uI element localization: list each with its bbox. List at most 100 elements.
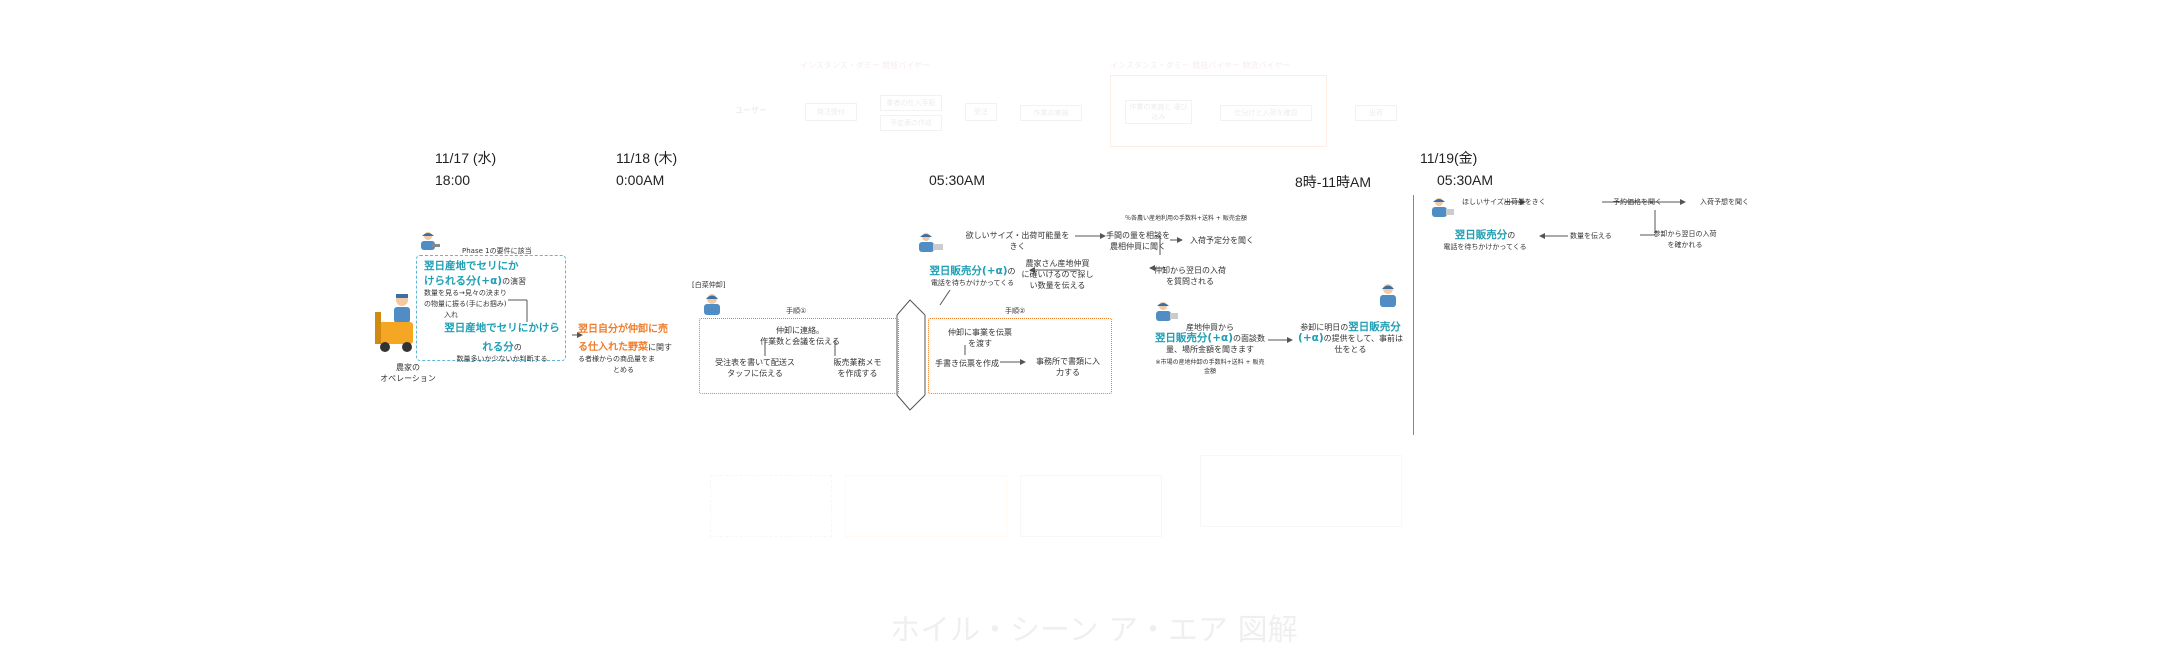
- person-icon: [1428, 196, 1456, 218]
- mid-b-line: 農相仲買に聞く: [1110, 242, 1166, 251]
- mid-bottom-line: 量、場所金額を聞きます: [1166, 345, 1254, 354]
- faded-box: 受注: [965, 103, 997, 121]
- faded-left-label: ユーザー: [735, 106, 767, 115]
- faded-box: 業者の仕入手配: [880, 95, 942, 111]
- right-mid-line: 仕をとる: [1334, 345, 1367, 354]
- blue-highlight-rest: の: [513, 343, 522, 352]
- mid-bottom-line: の面談数: [1233, 334, 1266, 343]
- faded-bottom-box: [1200, 455, 1402, 527]
- date-1: 11/17 (水): [435, 150, 497, 166]
- step1-f-line: を作成する: [837, 369, 878, 378]
- faded-top-diagram: インスタンス・ダミー 競技バイヤー インスタンス・ダミー 競技バイヤー 物流バイ…: [720, 55, 1400, 147]
- day-divider: [1413, 195, 1414, 435]
- faded-bottom-title: ホイル・シーン ア・エア 図解: [890, 613, 1298, 648]
- faded-box: 仕分けと入荷を確認: [1220, 105, 1312, 121]
- mid-d-line: い数量を伝える: [1029, 281, 1086, 290]
- faded-bottom-box: [845, 475, 1007, 537]
- far-right-e: 参卸から翌日の入荷 を確かれる: [1645, 229, 1725, 251]
- faded-bottom-box: [1020, 475, 1162, 537]
- faded-orange-frame: [1110, 75, 1327, 147]
- small-text: 電話を待ちかけかってくる: [930, 279, 1015, 287]
- far-right-a: ほしいサイズ出荷量をきく: [1462, 198, 1546, 206]
- small-text: 数量を見る→見々の決まり: [424, 289, 507, 297]
- mid-note-top: ％各農い産地利用の手数料+送料 + 販売金額: [1125, 215, 1247, 222]
- mid-d-line: に確いけるので探し: [1021, 270, 1094, 279]
- step1-title: 手順①: [786, 307, 807, 315]
- faded-box: 作業の実施: [1020, 105, 1082, 121]
- time-2: 0:00AM: [616, 172, 665, 188]
- blue-highlight-rest: の: [1507, 231, 1516, 240]
- faded-box: 予定表の作成: [880, 115, 942, 131]
- forklift-worker-icon: [375, 292, 417, 354]
- step1-e: 販売業務メモ を作成する: [820, 357, 895, 379]
- person-icon: [418, 230, 442, 252]
- step1-person-label: [白菜仲卸]: [692, 281, 726, 289]
- step1-b-line: 作業数と会議を伝える: [760, 337, 840, 346]
- arrow-line: [939, 289, 951, 306]
- far-right-c: 入荷予想を聞く: [1700, 198, 1749, 206]
- step2-title: 手順②: [1005, 307, 1026, 315]
- right-mid-line: の提供をして、事前は: [1323, 334, 1403, 343]
- step2-box: [928, 318, 1112, 394]
- step1-box: [699, 318, 899, 394]
- small-text: の物量に振る(手にお掴み): [424, 300, 507, 308]
- small-text: 入れ: [444, 311, 458, 319]
- faded-label-b: インスタンス・ダミー 競技バイヤー 物流バイヤー: [1110, 61, 1291, 70]
- blue-highlight-part: けられる分(+α): [424, 275, 503, 287]
- step1-a-line: 仲卸に連絡。: [776, 326, 824, 335]
- step1-c-line: 受注表を書いて配送ス: [715, 358, 795, 367]
- step2-c: 手書き伝票を作成: [935, 359, 999, 368]
- blue-highlight: 翌日販売分(+α): [1154, 332, 1234, 344]
- faded-bottom-diagram: ホイル・シーン ア・エア 図解: [700, 455, 1420, 648]
- operation-label-line: オペレーション: [380, 374, 436, 383]
- mid-d-line: 農家さん産地仲買: [1025, 259, 1090, 268]
- orange-summary-text: 翌日自分が仲卸に売 る仕入れた野菜に関す る者様からの商品量をま とめる: [578, 320, 688, 376]
- blue-highlight-rest: の: [1007, 267, 1016, 276]
- step2-a: 仲卸に事業を伝票 を渡す: [940, 327, 1020, 349]
- blue-highlight: 翌日産地でセリにか: [424, 260, 519, 272]
- blue-highlight-row: けられる分(+α)の演習: [424, 273, 562, 288]
- operation-label: 農家の オペレーション: [378, 362, 438, 384]
- orange-highlight-rest: に関す: [648, 343, 672, 352]
- far-right-e-line: 参卸から翌日の入荷: [1653, 230, 1717, 238]
- step2-a-line: 仲卸に事業を伝票: [948, 328, 1012, 337]
- scope-text-1: 翌日産地でセリにか けられる分(+α)の演習 数量を見る→見々の決まり の物量に…: [424, 258, 562, 321]
- person-icon: [1375, 282, 1401, 308]
- small-text: 数量多いか少ないか判断する: [456, 355, 548, 363]
- time-5: 05:30AM: [1437, 172, 1494, 188]
- faded-box: 作業の実施と 運び込み: [1125, 100, 1192, 124]
- far-right-e-line: を確かれる: [1667, 241, 1703, 249]
- scope-text-2: 翌日産地でセリにかけら れる分の 数量多いか少ないか判断する: [440, 320, 564, 365]
- mid-b-line: 手間の量を相談を: [1106, 231, 1170, 240]
- small-text: とめる: [613, 366, 634, 374]
- faded-box: 出荷: [1355, 105, 1397, 121]
- blue-highlight: 翌日販売分: [1348, 321, 1401, 333]
- mid-bottom-text: 産地仲買から 翌日販売分(+α)の面談数 量、場所金額を聞きます: [1150, 322, 1270, 355]
- mid-bottom-line: 産地仲買から: [1186, 323, 1234, 332]
- mid-a-line: 欲しいサイズ・出荷可能量を: [965, 231, 1070, 240]
- orange-highlight-part: る仕入れた野菜: [578, 342, 648, 353]
- far-right-highlight: 翌日販売分の 電話を待ちかけかってくる: [1430, 223, 1540, 253]
- blue-highlight: (+α): [1298, 332, 1324, 344]
- step1-d-line: タッフに伝える: [727, 369, 783, 378]
- far-right-d: 数量を伝える: [1570, 232, 1612, 240]
- mid-b: 手間の量を相談を 農相仲買に聞く: [1103, 230, 1173, 252]
- mid-bottom-note-line: ※市場の産地仲卸の手数料+送料 + 販売: [1155, 359, 1265, 366]
- mid-a: 欲しいサイズ・出荷可能量を きく: [960, 230, 1075, 252]
- blue-highlight-rest: の演習: [502, 277, 527, 286]
- mid-highlight: 翌日販売分(+α)の 電話を待ちかけかってくる: [915, 259, 1030, 289]
- small-text: る者様からの商品量をま: [578, 355, 655, 363]
- time-4: 8時-11時AM: [1295, 174, 1371, 190]
- time-3: 05:30AM: [929, 172, 986, 188]
- faded-box: 発注受付: [805, 103, 857, 121]
- person-icon: [1152, 300, 1180, 322]
- mid-c: 入荷予定分を聞く: [1190, 236, 1254, 245]
- orange-highlight: 翌日自分が仲卸に売: [578, 324, 668, 335]
- mid-d: 農家さん産地仲買 に確いけるので探し い数量を伝える: [1020, 258, 1095, 291]
- step2-e-line: 力する: [1056, 368, 1080, 377]
- faded-bottom-box: [710, 475, 832, 537]
- blue-highlight-part: れる分: [482, 341, 514, 353]
- person-icon: [915, 231, 945, 253]
- step1-e-line: 販売業務メモ: [833, 358, 882, 367]
- faded-label-a: インスタンス・ダミー 競技バイヤー: [800, 61, 930, 70]
